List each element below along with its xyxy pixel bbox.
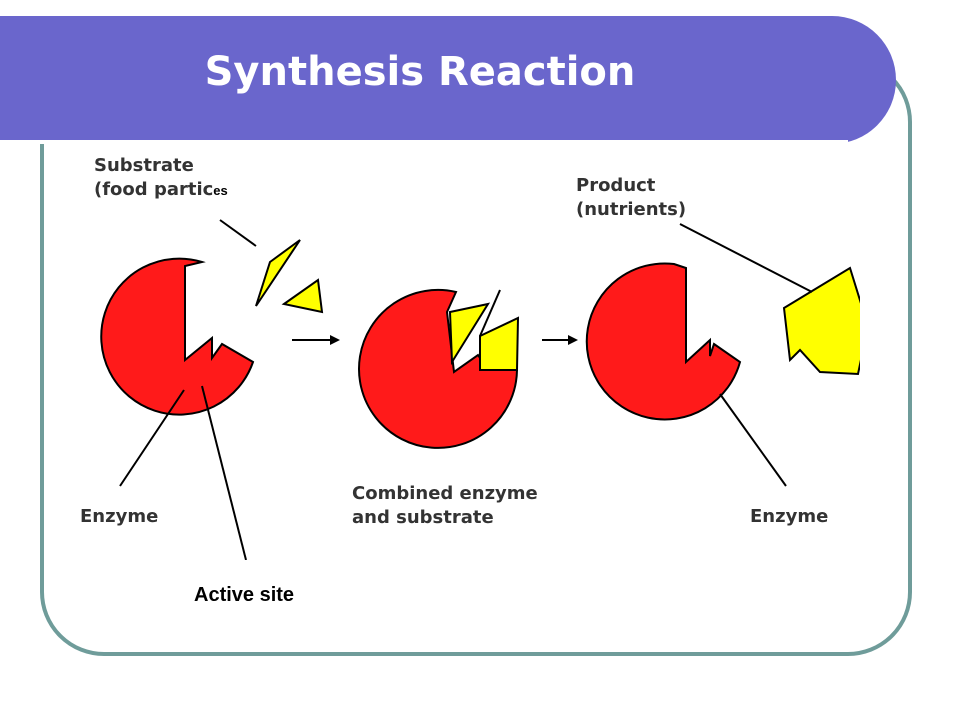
substrate-pointer-line	[219, 219, 257, 247]
substrate-label-line1: Substrate	[94, 155, 194, 176]
enzyme-label-left: Enzyme	[80, 506, 159, 527]
substrate-label-line2: (food partices	[94, 178, 228, 203]
reaction-arrow-2-head	[568, 335, 578, 345]
combined-label: Combined enzyme and substrate	[352, 482, 538, 530]
bound-substrate-small	[479, 316, 520, 371]
enzyme-label-right: Enzyme	[750, 506, 829, 527]
product-label-line1: Product	[576, 175, 656, 196]
title-underline	[0, 140, 848, 144]
enzyme-left-pointer-line	[119, 389, 185, 487]
combined-label-line1: Combined enzyme	[352, 483, 538, 504]
substrate-label: Substrate (food partices	[94, 154, 228, 203]
product-label-line2: (nutrients)	[576, 199, 687, 220]
slide-title: Synthesis Reaction	[204, 49, 636, 95]
reaction-arrow-1-head	[330, 335, 340, 345]
title-bar	[0, 16, 896, 144]
product-pointer-line	[679, 223, 813, 293]
enzyme-right-pointer-line	[719, 393, 787, 487]
substrate-piece-small	[281, 278, 324, 314]
substrate-label-suffix: es	[213, 183, 228, 198]
bound-substrate-large	[448, 302, 491, 366]
enzyme-shape-left	[100, 257, 255, 416]
diagram-canvas	[100, 219, 870, 561]
substrate-label-line2-text: (food partic	[94, 179, 214, 200]
product-label: Product (nutrients)	[576, 174, 686, 222]
enzyme-diagram: Substrate (food partices Product (nutrie…	[60, 150, 870, 561]
active-site-pointer-line	[201, 385, 247, 561]
bound-substrate-edge	[479, 289, 501, 337]
enzyme-shape-right	[585, 262, 742, 421]
product-shape	[782, 266, 870, 376]
active-site-label: Active site	[194, 584, 295, 606]
combined-label-line2: and substrate	[352, 507, 494, 528]
substrate-piece-large	[255, 239, 301, 307]
enzyme-shape-middle	[358, 288, 519, 449]
